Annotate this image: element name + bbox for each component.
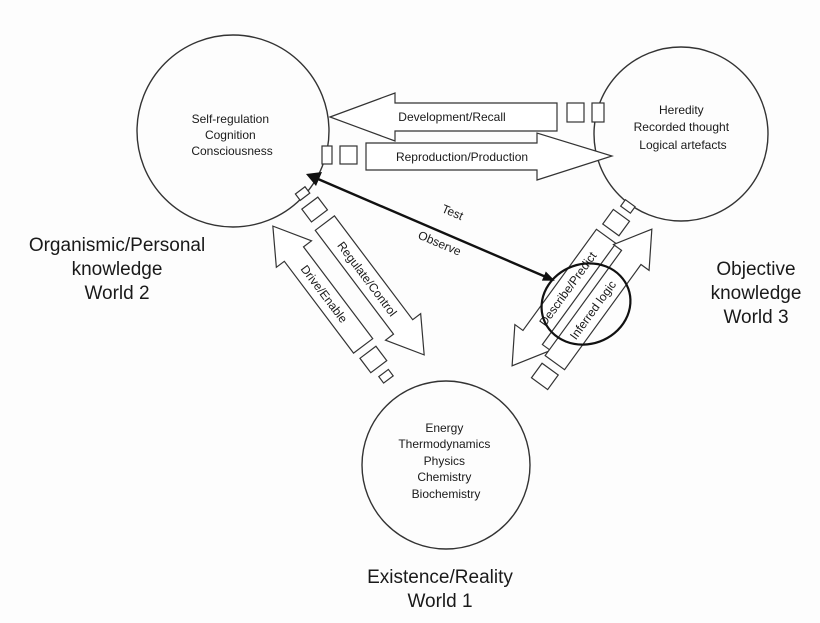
world3-node-text: Heredity Recorded thought Logical artefa… [634, 103, 733, 152]
world1-line-5: Biochemistry [412, 487, 481, 501]
world2-node-text: Self-regulation Cognition Consciousness [191, 112, 272, 158]
observe-label: Observe [416, 228, 464, 259]
world3-title: Objective knowledge World 3 [710, 259, 802, 328]
reproduction-production-arrow: Reproduction/Production [321, 132, 615, 181]
reproduction-production-label: Reproduction/Production [396, 150, 528, 164]
world1-line-2: Thermodynamics [398, 437, 490, 451]
development-recall-arrow: Development/Recall [328, 92, 605, 142]
world2-title: Organismic/Personal knowledge World 2 [28, 235, 206, 304]
world2-line-3: Consciousness [191, 144, 272, 158]
world1-node-text: Energy Thermodynamics Physics Chemistry … [398, 421, 493, 501]
test-label: Test [440, 202, 466, 224]
world3-line-3: Logical artefacts [639, 138, 726, 152]
world3-line-1: Heredity [659, 103, 704, 117]
world2-line-1: Self-regulation [192, 112, 269, 126]
world1-circle [361, 380, 531, 550]
world1-line-3: Physics [424, 454, 465, 468]
drive-enable-label: Drive/Enable [298, 262, 351, 326]
world1-line-1: Energy [425, 421, 463, 435]
development-recall-label: Development/Recall [398, 110, 505, 124]
world3-circle [593, 46, 769, 222]
world2-circle [136, 34, 330, 228]
annotation-circle [540, 262, 632, 346]
world1-title: Existence/Reality World 1 [367, 567, 513, 612]
world2-line-2: Cognition [205, 128, 256, 142]
world3-line-2: Recorded thought [634, 120, 730, 134]
world1-line-4: Chemistry [417, 470, 471, 484]
